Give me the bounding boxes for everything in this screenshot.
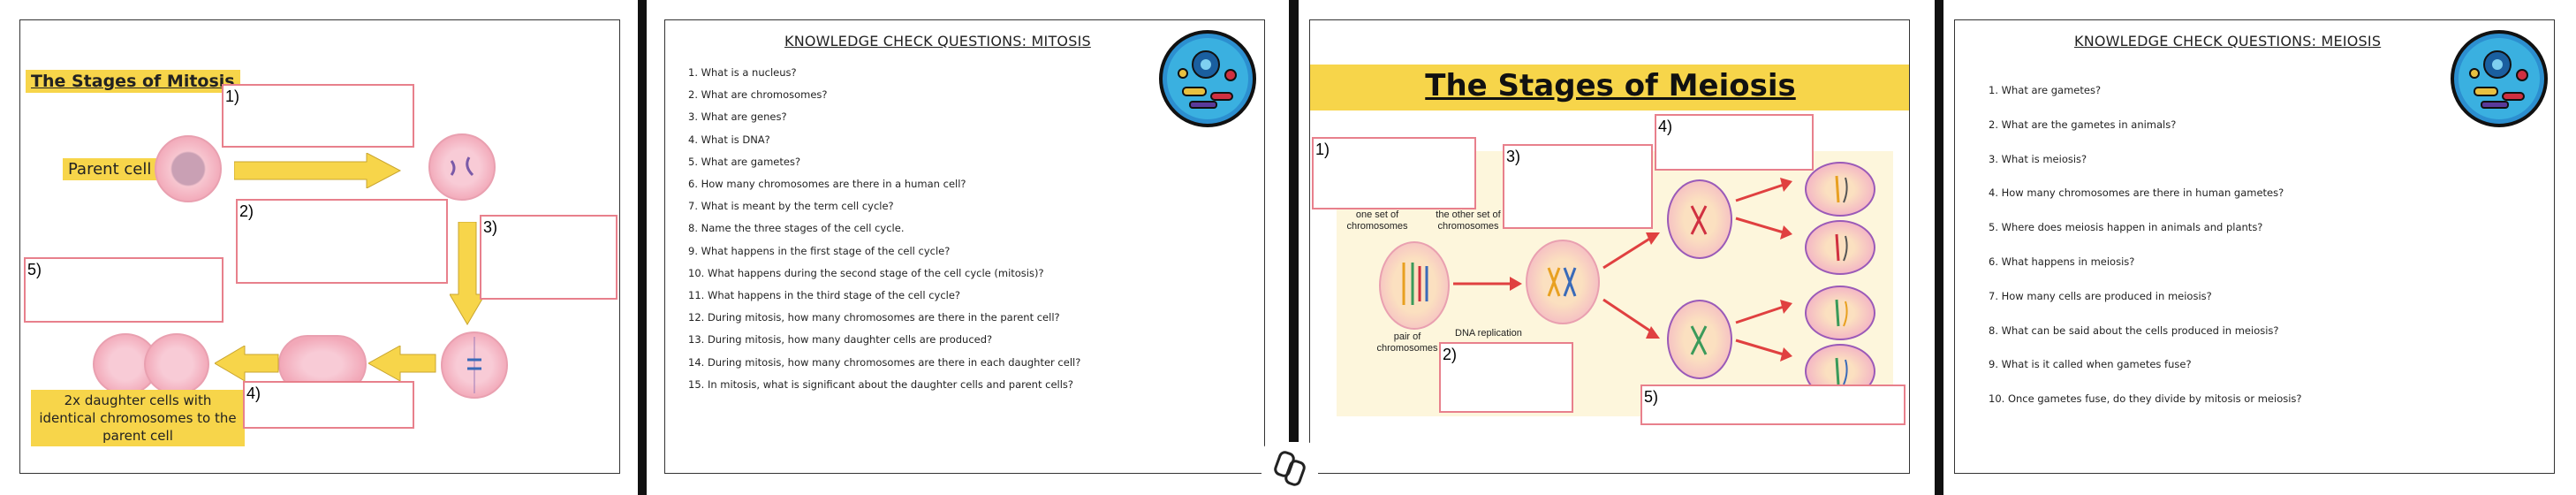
arrow-left-icon <box>368 346 436 381</box>
meiosis-questions-slide: KNOWLEDGE CHECK QUESTIONS: MEIOSIS 1. Wh… <box>1954 19 2555 474</box>
parent-cell-image <box>1379 241 1450 330</box>
question-item: 4. What is DNA? <box>688 133 770 146</box>
answer-box-3[interactable] <box>480 215 617 300</box>
question-item: 3. What is meiosis? <box>1989 152 2087 165</box>
answer-box-1[interactable] <box>1312 137 1476 209</box>
answer-box-5[interactable] <box>1640 385 1905 425</box>
divider <box>1935 0 1943 495</box>
prophase-cell-image <box>428 133 496 201</box>
arrow-right-icon <box>1453 277 1522 291</box>
answer-box-1[interactable] <box>222 84 414 148</box>
box-number: 1) <box>225 88 240 105</box>
question-item: 3. What are genes? <box>688 110 787 124</box>
box-number: 3) <box>1506 148 1521 165</box>
box-number: 4) <box>246 385 261 402</box>
daughter-cells-label: 2x daughter cells with identical chromos… <box>31 390 245 446</box>
chromosome-icon <box>1690 325 1708 355</box>
question-item: 6. What happens in meiosis? <box>1989 255 2135 268</box>
question-item: 10. Once gametes fuse, do they divide by… <box>1989 392 2302 406</box>
mitosis-stages-slide: The Stages of Mitosis 1) Parent cell 2) … <box>19 19 620 474</box>
question-item: 7. What is meant by the term cell cycle? <box>688 200 894 213</box>
one-set-label: one set of chromosomes <box>1346 209 1408 232</box>
question-item: 7. How many cells are produced in meiosi… <box>1989 289 2212 302</box>
gamete-cell-image <box>1805 162 1875 217</box>
chromosome-icon <box>450 156 474 177</box>
answer-box-4[interactable] <box>1655 114 1814 171</box>
question-item: 11. What happens in the third stage of t… <box>688 289 961 302</box>
mitosis-questions-slide: KNOWLEDGE CHECK QUESTIONS: MITOSIS 1. Wh… <box>664 19 1265 474</box>
question-item: 10. What happens during the second stage… <box>688 266 1044 279</box>
box-number: 3) <box>483 218 498 236</box>
slide-title: The Stages of Meiosis <box>1425 68 1796 103</box>
spindle-icon <box>467 337 481 393</box>
answer-box-2[interactable] <box>1439 342 1573 413</box>
chromosome-icon <box>1835 175 1848 385</box>
other-set-label: the other set of chromosomes <box>1436 209 1501 232</box>
meiosis-stages-slide: The Stages of Meiosis 1) 3) 4) one set o… <box>1309 19 1910 474</box>
question-item: 2. What are chromosomes? <box>688 88 828 102</box>
question-item: 13. During mitosis, how many daughter ce… <box>688 333 993 346</box>
question-list: 1. What is a nucleus? 2. What are chromo… <box>688 62 1080 396</box>
divider <box>1289 0 1299 495</box>
question-item: 15. In mitosis, what is significant abou… <box>688 377 1074 391</box>
question-item: 1. What is a nucleus? <box>688 66 797 79</box>
question-item: 12. During mitosis, how many chromosomes… <box>688 311 1060 324</box>
replicated-cell-image <box>1526 240 1600 324</box>
question-item: 5. Where does meiosis happen in animals … <box>1989 221 2263 234</box>
box-number: 5) <box>27 261 42 278</box>
answer-box-5[interactable] <box>24 257 224 323</box>
parent-cell-label: Parent cell <box>63 158 157 180</box>
arrow-right-icon <box>234 153 402 188</box>
questions-title: KNOWLEDGE CHECK QUESTIONS: MITOSIS <box>784 33 1091 50</box>
divider <box>638 0 647 495</box>
question-item: 8. What can be said about the cells prod… <box>1989 324 2279 337</box>
gamete-cell-image <box>1805 220 1875 275</box>
meiosis-one-cell-image <box>1667 179 1732 259</box>
question-item: 9. What happens in the first stage of th… <box>688 244 951 257</box>
arrow-down-icon <box>450 222 485 325</box>
answer-box-2[interactable] <box>236 199 448 284</box>
copilot-icon[interactable] <box>1261 442 1318 495</box>
daughter-cell-image <box>144 333 209 395</box>
arrow-icon <box>1602 232 1660 339</box>
question-item: 8. Name the three stages of the cell cyc… <box>688 222 905 235</box>
parent-cell-image <box>155 135 222 202</box>
slide-title: The Stages of Mitosis <box>26 70 240 93</box>
question-item: 4. How many chromosomes are there in hum… <box>1989 187 2284 200</box>
cell-logo-icon <box>2451 30 2548 127</box>
arrow-icon <box>1735 300 1792 362</box>
title-bar <box>1310 65 1909 110</box>
question-item: 6. How many chromosomes are there in a h… <box>688 178 966 191</box>
question-item: 9. What is it called when gametes fuse? <box>1989 358 2192 371</box>
question-item: 14. During mitosis, how many chromosomes… <box>688 355 1081 369</box>
chromosome-icon <box>1402 263 1428 305</box>
box-number: 5) <box>1644 388 1659 406</box>
chromosome-icon <box>1690 205 1708 235</box>
question-list: 1. What are gametes? 2. What are the gam… <box>1989 73 2302 416</box>
question-item: 2. What are the gametes in animals? <box>1989 118 2177 131</box>
arrow-icon <box>1735 178 1792 240</box>
box-number: 1) <box>1315 141 1330 158</box>
pair-label: pair of chromosomes <box>1376 331 1438 354</box>
box-number: 4) <box>1658 118 1673 135</box>
question-item: 5. What are gametes? <box>688 155 801 168</box>
question-item: 1. What are gametes? <box>1989 84 2102 96</box>
answer-box-4[interactable] <box>243 381 414 429</box>
chromosome-icon <box>1547 267 1577 297</box>
arrow-left-icon <box>215 346 279 381</box>
gamete-cell-image <box>1805 286 1875 340</box>
questions-title: KNOWLEDGE CHECK QUESTIONS: MEIOSIS <box>2074 33 2382 50</box>
dna-replication-label: DNA replication <box>1455 328 1522 339</box>
box-number: 2) <box>239 202 254 220</box>
cell-logo-icon <box>1159 30 1256 127</box>
box-number: 2) <box>1443 346 1458 363</box>
answer-box-3[interactable] <box>1503 144 1653 229</box>
